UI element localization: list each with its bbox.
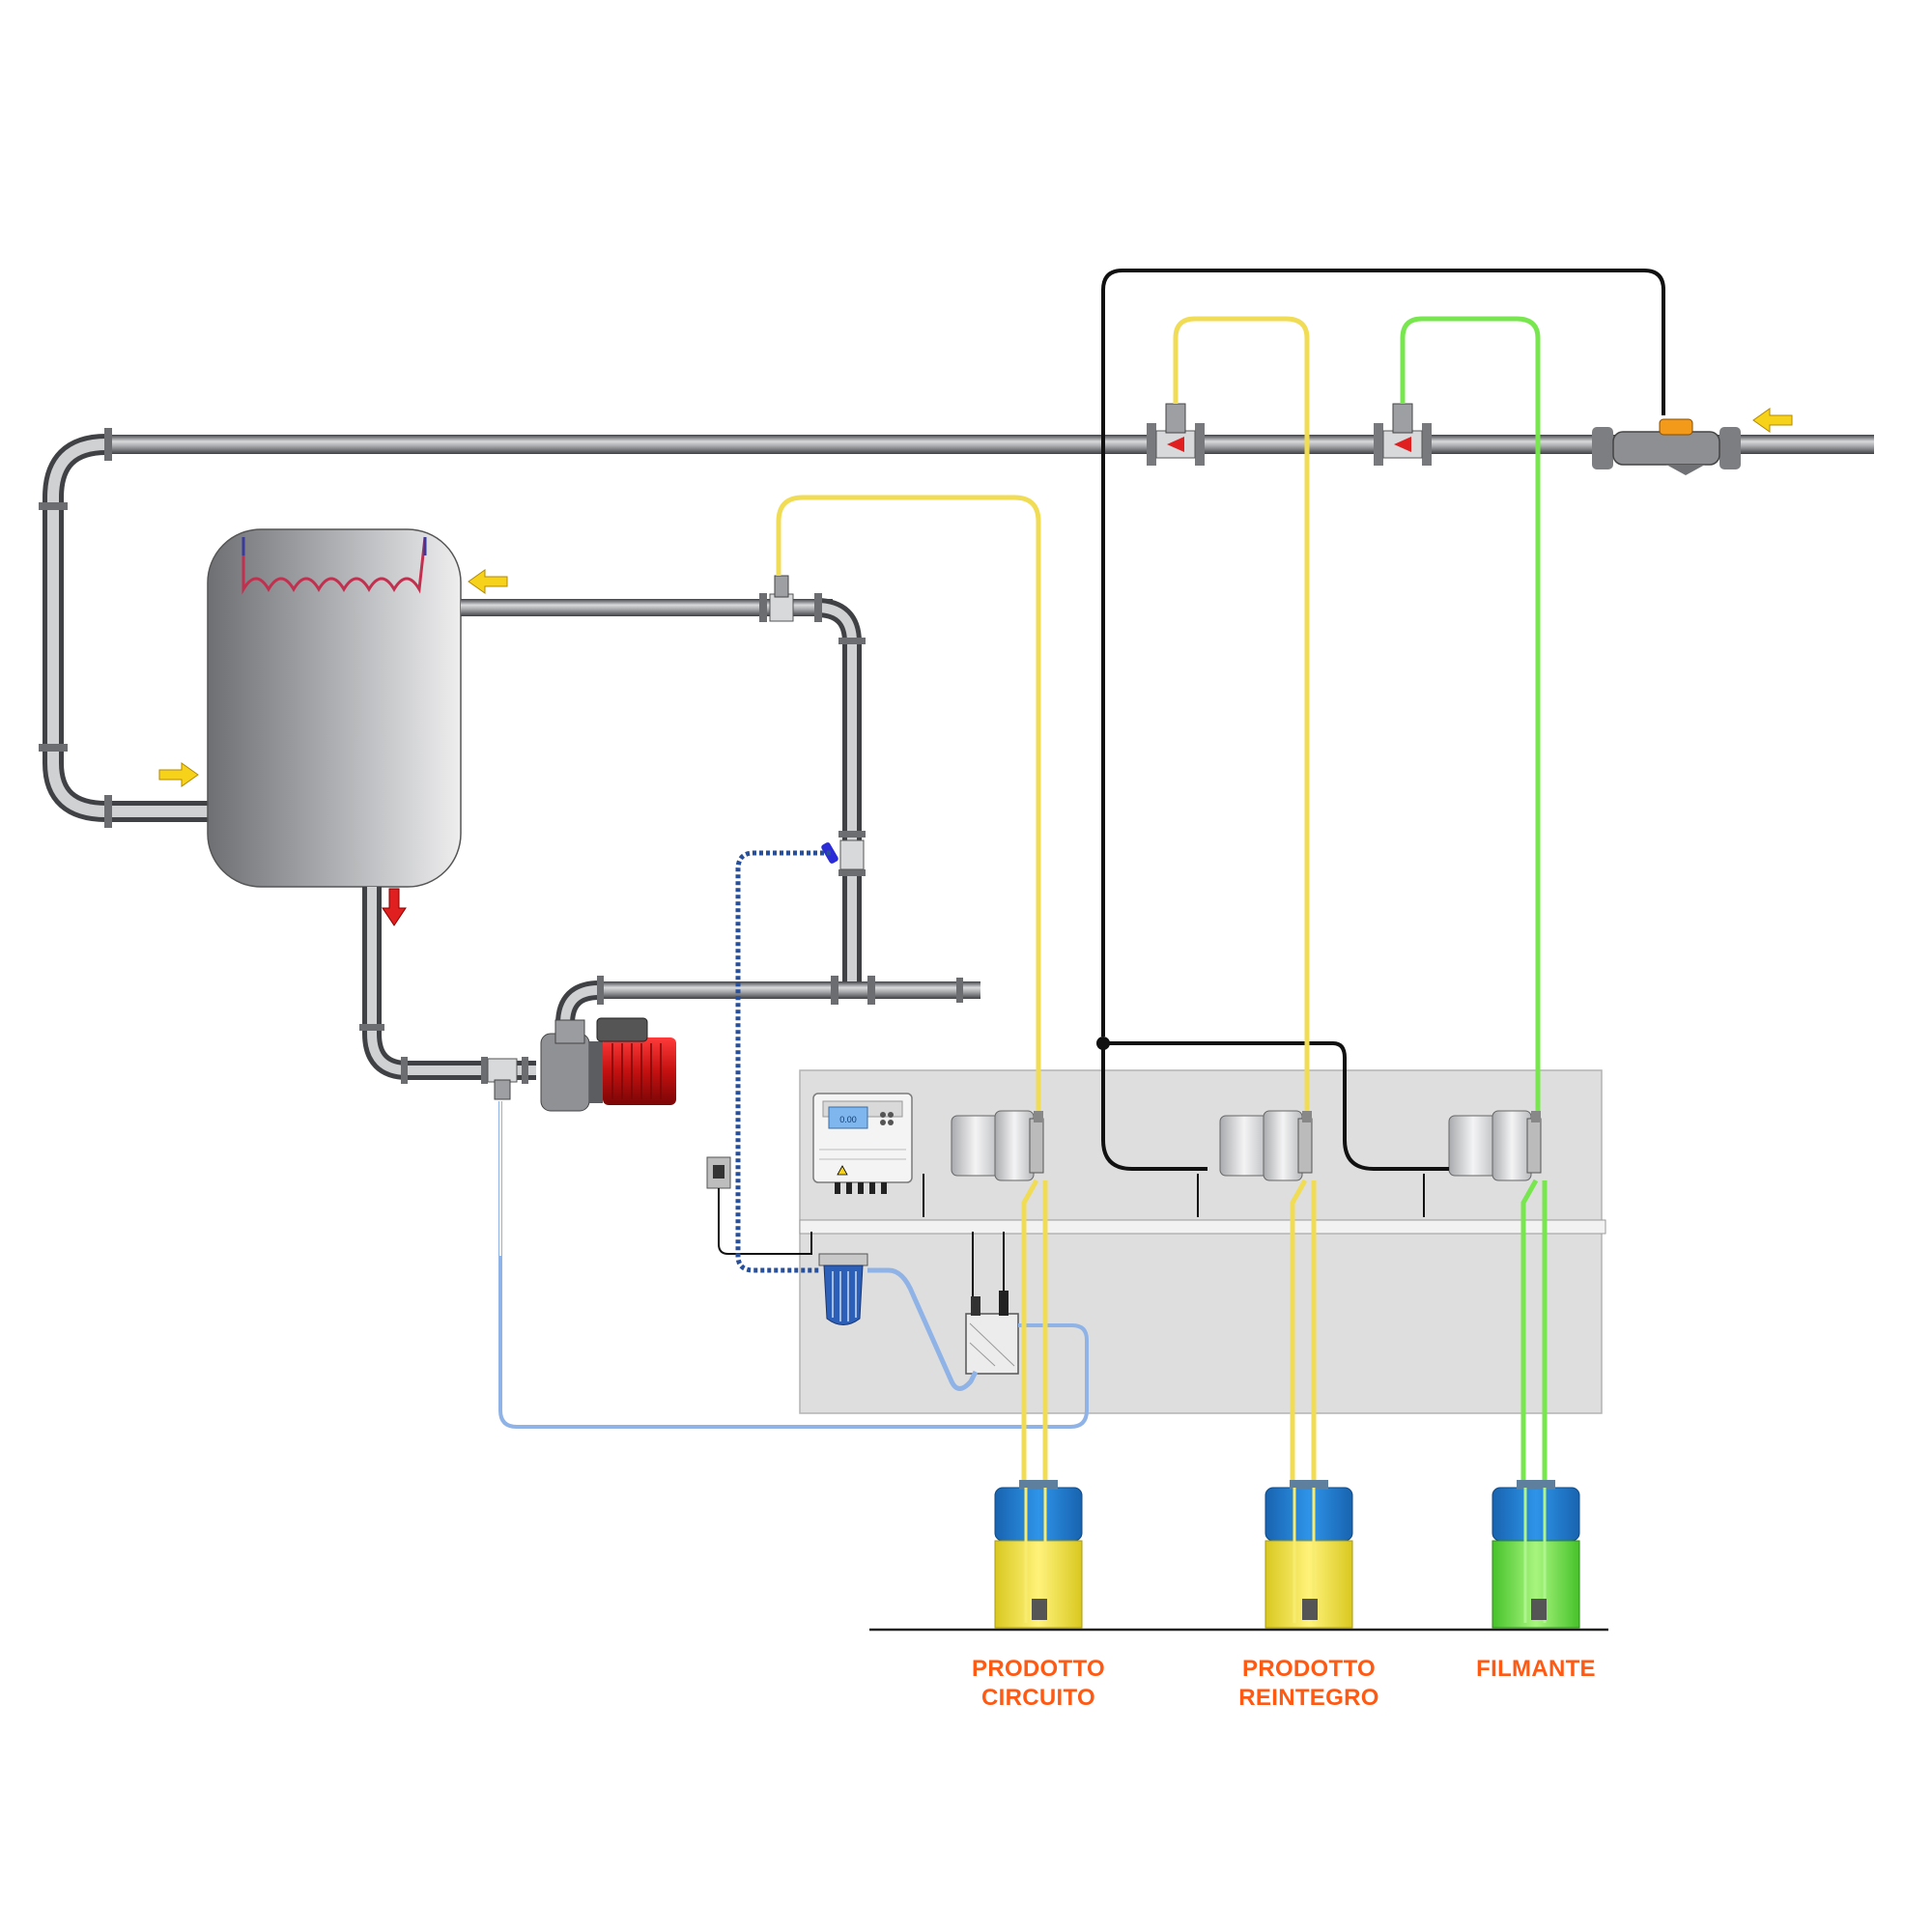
buffer-tank [207, 528, 462, 888]
water-meter [1592, 418, 1741, 475]
injection-point-filmante [1374, 403, 1432, 466]
tank-reintegro [1264, 1480, 1353, 1629]
tank-label-circuito: PRODOTTO CIRCUITO [913, 1655, 1164, 1713]
yellow-arrow-icon [468, 569, 508, 594]
yellow-arrow-icon [158, 762, 199, 787]
sensor-holder [965, 1291, 1019, 1375]
dosing-pump-filmante [1448, 1110, 1542, 1181]
dosing-pump-reintegro [1219, 1110, 1313, 1181]
cable-junction [1096, 1037, 1110, 1050]
return-pipe [461, 575, 866, 990]
controller-display [828, 1106, 868, 1129]
sample-inlet-line [735, 850, 831, 1273]
yellow-line-circuito [776, 495, 1048, 1488]
green-line-filmante [1400, 316, 1548, 1488]
dosing-pump-circuito [951, 1110, 1044, 1181]
label-line-1: PRODOTTO [1242, 1656, 1376, 1682]
label-line-1: PRODOTTO [972, 1656, 1105, 1682]
circulation-pump [540, 1017, 676, 1112]
label-line-2: REINTEGRO [1238, 1685, 1379, 1711]
svg-text:0.00: 0.00 [839, 1115, 857, 1124]
main-header-pipe [39, 428, 1874, 828]
injection-point-reintegro [1147, 403, 1205, 466]
signal-cables [1101, 269, 1665, 1171]
panel-wires [718, 1174, 1425, 1296]
tank-label-reintegro: PRODOTTO REINTEGRO [1183, 1655, 1435, 1713]
tank-circuito [994, 1480, 1083, 1629]
red-down-arrow-icon [382, 888, 407, 926]
label-line-1: FILMANTE [1476, 1656, 1596, 1682]
suction-pipe [359, 887, 536, 1100]
sample-return-line [498, 1101, 1089, 1429]
power-socket [706, 1156, 731, 1189]
yellow-arrow-icon [1752, 408, 1793, 433]
yellow-line-reintegro [1173, 316, 1317, 1488]
warning-triangle-icon [837, 1165, 848, 1176]
heating-coil [242, 536, 427, 595]
controller-unit: 0.00 [812, 1093, 913, 1194]
tank-label-filmante: FILMANTE [1410, 1655, 1662, 1684]
label-line-2: CIRCUITO [981, 1685, 1095, 1711]
tank-filmante [1492, 1480, 1580, 1629]
filter-housing [818, 1253, 868, 1325]
